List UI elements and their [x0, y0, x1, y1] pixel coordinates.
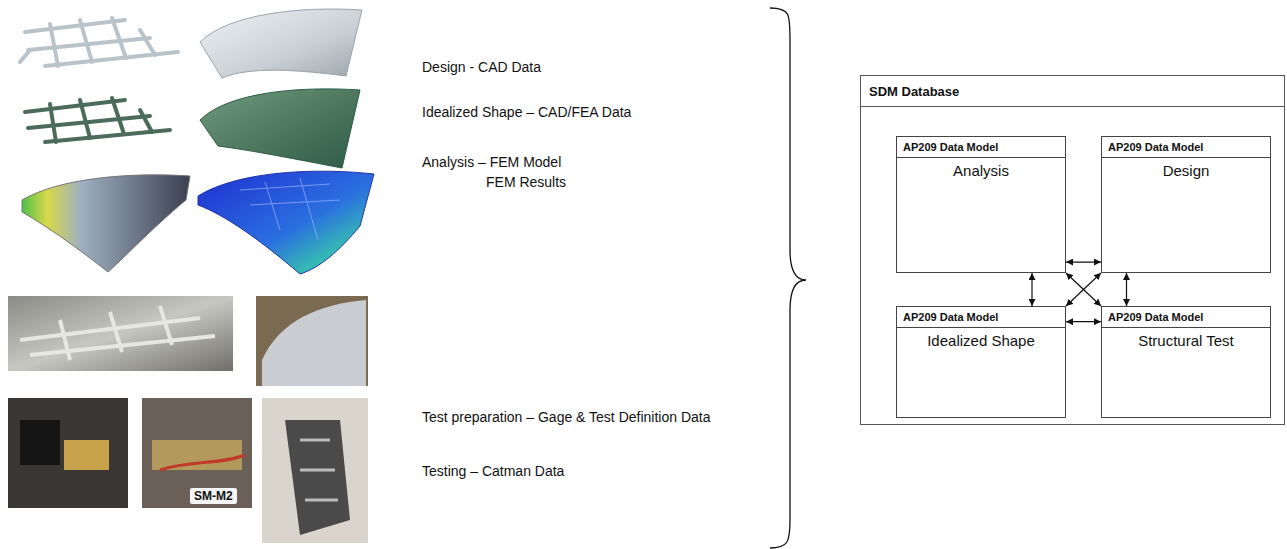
fem-results: [198, 171, 374, 274]
box-heading: AP209 Data Model: [897, 137, 1065, 158]
data-model-box: AP209 Data ModelAnalysis: [896, 136, 1066, 273]
link-arrow: [1066, 321, 1101, 322]
brace: [770, 8, 806, 548]
photo: [8, 398, 128, 508]
fem-model: [22, 175, 190, 272]
idealized-frame: [25, 98, 170, 142]
photo: [256, 296, 368, 386]
box-title: Idealized Shape: [897, 328, 1065, 353]
stage-label: Test preparation – Gage & Test Definitio…: [422, 409, 710, 425]
wing-skin: [200, 9, 362, 78]
box-heading: AP209 Data Model: [897, 307, 1065, 328]
link-arrow: [1066, 261, 1101, 262]
wing-frame: [20, 18, 178, 66]
box-title: Design: [1102, 158, 1270, 183]
box-title: Analysis: [897, 158, 1065, 183]
photo: [8, 296, 233, 371]
box-heading: SDM Database: [861, 76, 1284, 107]
photo: [262, 398, 368, 543]
stage-label: Testing – Catman Data: [422, 463, 564, 479]
stage-label: Idealized Shape – CAD/FEA Data: [422, 104, 631, 120]
idealized-skin: [200, 89, 360, 168]
box-heading: AP209 Data Model: [1102, 137, 1270, 158]
data-model-box: AP209 Data ModelIdealized Shape: [896, 306, 1066, 418]
box-title: Structural Test: [1102, 328, 1270, 353]
photo: [142, 398, 252, 508]
link-arrow: [1126, 273, 1127, 306]
gage-tag: SM-M2: [190, 488, 237, 504]
box-heading: AP209 Data Model: [1102, 307, 1270, 328]
stage-label: FEM Results: [486, 174, 566, 190]
link-arrow: [1066, 273, 1101, 306]
link-arrow: [1031, 273, 1032, 306]
data-model-box: AP209 Data ModelDesign: [1101, 136, 1271, 273]
stage-label: Design - CAD Data: [422, 59, 541, 75]
data-model-box: AP209 Data ModelStructural Test: [1101, 306, 1271, 418]
stage-label: Analysis – FEM Model: [422, 154, 561, 170]
link-arrow: [1066, 273, 1101, 306]
database-panel: SDM DatabaseAP209 Data ModelAnalysisAP20…: [860, 75, 1285, 425]
